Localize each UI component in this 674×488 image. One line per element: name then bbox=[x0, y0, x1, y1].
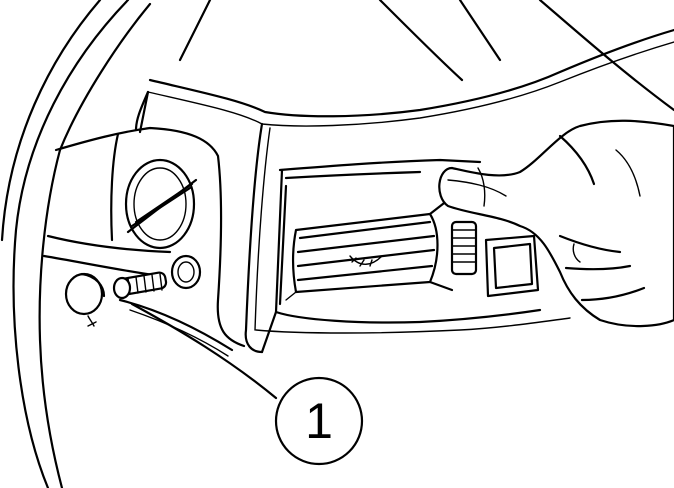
callout-circle bbox=[274, 376, 364, 466]
mounting-hole bbox=[170, 254, 202, 290]
windshield bbox=[378, 0, 674, 112]
hand bbox=[438, 119, 674, 328]
windshield-pillar bbox=[0, 0, 212, 488]
vent-drawer bbox=[285, 198, 454, 301]
thumbwheel bbox=[450, 220, 478, 276]
callout-label: 1 bbox=[305, 393, 333, 449]
center-panel bbox=[255, 158, 571, 354]
round-cover bbox=[124, 158, 198, 250]
plug-cap bbox=[64, 272, 106, 327]
screw bbox=[112, 271, 168, 300]
callout-leader bbox=[130, 302, 278, 400]
switch-slot bbox=[484, 234, 540, 298]
dashboard-top bbox=[147, 28, 674, 354]
